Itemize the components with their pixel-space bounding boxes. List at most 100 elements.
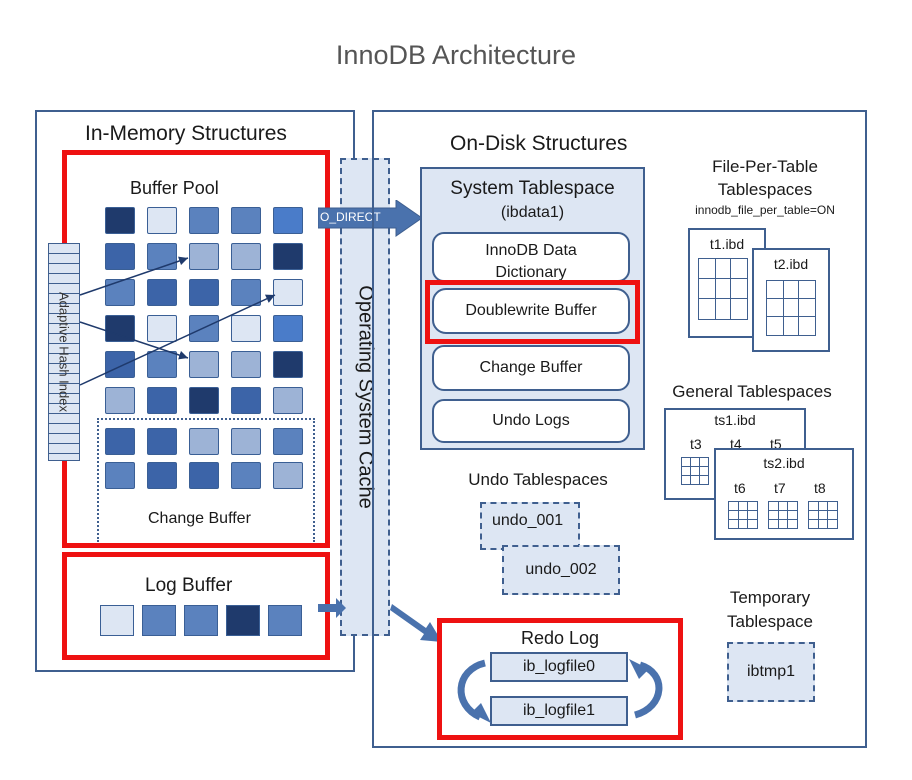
undo-002-file: undo_002: [502, 545, 620, 595]
ts1-table-label: t3: [690, 436, 702, 452]
undo-001-label: undo_001: [492, 512, 564, 529]
system-change-buffer-label: Change Buffer: [479, 359, 583, 376]
system-tablespace-title: System Tablespace: [450, 178, 615, 199]
page-cell: [147, 351, 177, 378]
page-cell: [189, 279, 219, 306]
page-cell: [273, 428, 303, 455]
ib-logfile1-label: ib_logfile1: [522, 702, 596, 719]
page-cell: [273, 387, 303, 414]
t1-file-label: t1.ibd: [709, 236, 745, 252]
ts2-table-label: t8: [814, 480, 826, 496]
page-cell: [273, 462, 303, 489]
page-cell: [147, 428, 177, 455]
page-cell: [147, 279, 177, 306]
ibtmp1-file: ibtmp1: [727, 642, 815, 702]
log-buffer-cell: [226, 605, 260, 636]
redo-log-title: Redo Log: [520, 628, 600, 648]
page-cell: [147, 207, 177, 234]
page-cell: [231, 462, 261, 489]
page-cell: [105, 351, 135, 378]
adaptive-hash-index: Adaptive Hash Index: [48, 243, 80, 461]
page-cell: [105, 207, 135, 234]
diagram-title: InnoDB Architecture: [335, 40, 577, 70]
on-disk-panel: [372, 110, 867, 748]
ib-logfile0-label: ib_logfile0: [522, 658, 596, 675]
os-to-redo-arrow: [390, 604, 442, 642]
log-buffer-cell: [142, 605, 176, 636]
o-direct-label: O_DIRECT: [320, 210, 381, 224]
redo-log-highlight: [437, 618, 683, 740]
o-direct-arrow: [318, 200, 423, 237]
page-cell: [189, 387, 219, 414]
page-cell: [105, 243, 135, 270]
ib-logfile0: ib_logfile0: [490, 652, 628, 682]
ts2-table-icon: [808, 501, 838, 529]
log-to-os-arrow: [318, 598, 346, 618]
data-dictionary-label: InnoDB Data Dictionary: [485, 242, 577, 281]
system-tablespace-file: (ibdata1): [500, 204, 565, 221]
undo-logs: Undo Logs: [432, 399, 630, 443]
page-cell: [105, 428, 135, 455]
undo-002-label: undo_002: [525, 561, 597, 578]
page-cell: [189, 428, 219, 455]
doublewrite-buffer: Doublewrite Buffer: [432, 288, 630, 334]
buffer-pool-grid: [105, 207, 305, 414]
doublewrite-highlight: [425, 280, 640, 344]
undo-logs-label: Undo Logs: [492, 412, 570, 429]
doublewrite-buffer-label: Doublewrite Buffer: [465, 302, 597, 319]
log-buffer-label: Log Buffer: [145, 575, 233, 596]
page-cell: [231, 428, 261, 455]
memory-change-buffer: [97, 418, 315, 542]
page-cell: [189, 243, 219, 270]
page-cell: [105, 279, 135, 306]
page-cell: [273, 243, 303, 270]
page-cell: [189, 462, 219, 489]
t2-table-icon: [766, 280, 816, 336]
file-per-table-title-1: File-Per-Table: [712, 157, 818, 176]
file-per-table-setting: innodb_file_per_table=ON: [695, 203, 835, 217]
ts2-table-label: t6: [734, 480, 746, 496]
page-cell: [273, 315, 303, 342]
page-cell: [231, 315, 261, 342]
ts1-table-icon: [681, 457, 709, 485]
t2-file-label: t2.ibd: [773, 256, 809, 272]
ts1-file-label: ts1.ibd: [714, 412, 756, 428]
page-cell: [231, 279, 261, 306]
on-disk-title: On-Disk Structures: [450, 132, 628, 155]
redo-cycle-arrows: [457, 659, 663, 723]
temporary-title-1: Temporary: [729, 588, 811, 607]
page-cell: [105, 387, 135, 414]
page-cell: [147, 315, 177, 342]
page-cell: [273, 351, 303, 378]
t1-table-icon: [698, 258, 748, 320]
page-cell: [231, 207, 261, 234]
data-dictionary: InnoDB Data Dictionary: [432, 232, 630, 282]
temporary-title-2: Tablespace: [726, 612, 813, 631]
in-memory-title: In-Memory Structures: [85, 122, 287, 145]
log-buffer-cell: [268, 605, 302, 636]
buffer-pool-label: Buffer Pool: [130, 178, 219, 198]
file-per-table-title-2: Tablespaces: [717, 180, 813, 199]
page-cell: [189, 351, 219, 378]
os-cache: Operating System Cache: [340, 158, 390, 636]
ts2-table-icon: [728, 501, 758, 529]
page-cell: [273, 279, 303, 306]
log-buffer-cell: [184, 605, 218, 636]
page-cell: [147, 462, 177, 489]
ts2-table-label: t7: [774, 480, 786, 496]
page-cell: [105, 462, 135, 489]
ts2-table-icon: [768, 501, 798, 529]
ib-logfile1: ib_logfile1: [490, 696, 628, 726]
ts1-table-label: t4: [730, 436, 742, 452]
page-cell: [231, 243, 261, 270]
memory-change-buffer-label: Change Buffer: [148, 510, 251, 527]
ts2-file-label: ts2.ibd: [763, 455, 805, 471]
ibtmp1-label: ibtmp1: [746, 663, 796, 680]
page-cell: [231, 387, 261, 414]
page-cell: [189, 207, 219, 234]
undo-tablespaces-title: Undo Tablespaces: [468, 470, 608, 489]
page-cell: [273, 207, 303, 234]
undo-001-file: undo_001: [480, 502, 580, 550]
log-buffer-cell: [100, 605, 134, 636]
